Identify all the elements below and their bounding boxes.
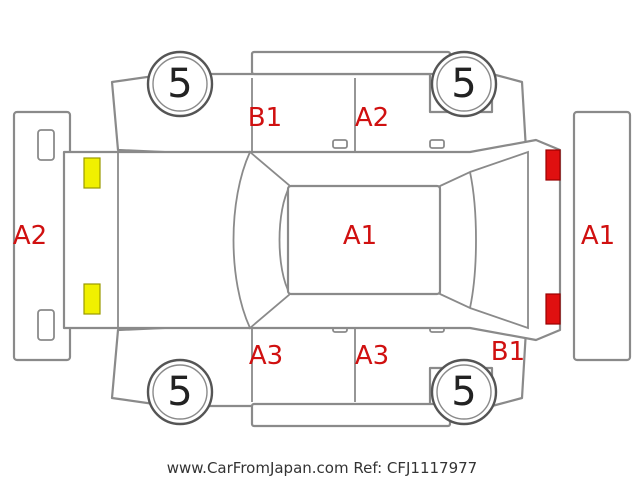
tire-front-left-label: 5 [167, 61, 192, 107]
tire-rear-right-label: 5 [451, 369, 476, 415]
tire-front-right: 5 [146, 358, 214, 426]
damage-door-lower-front: A3 [249, 341, 283, 371]
rear-bumper [572, 110, 632, 362]
tire-front-right-label: 5 [167, 369, 192, 415]
headlight-left [83, 157, 101, 189]
tire-rear-left: 5 [430, 50, 498, 118]
car-top-view [62, 138, 562, 342]
tire-rear-left-label: 5 [451, 61, 476, 107]
damage-roof: A1 [343, 221, 377, 251]
damage-door-upper-front: B1 [248, 103, 282, 133]
footer-reference: www.CarFromJapan.com Ref: CFJ1117977 [167, 459, 477, 477]
top-rocker [250, 50, 452, 76]
damage-quarter-lower-rear: B1 [491, 337, 525, 367]
bottom-rocker [250, 402, 452, 428]
tire-rear-right: 5 [430, 358, 498, 426]
damage-door-lower-rear: A3 [355, 341, 389, 371]
taillight-left [545, 149, 561, 181]
damage-front-bumper: A2 [13, 221, 47, 251]
tire-front-left: 5 [146, 50, 214, 118]
damage-rear-bumper: A1 [581, 221, 615, 251]
damage-door-upper-rear: A2 [355, 103, 389, 133]
taillight-right [545, 293, 561, 325]
headlight-right [83, 283, 101, 315]
